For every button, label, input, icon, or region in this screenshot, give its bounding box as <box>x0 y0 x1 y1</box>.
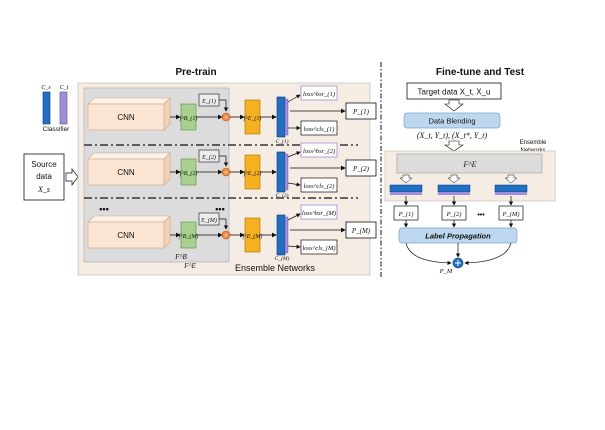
source-data-line-2: data <box>36 172 52 181</box>
ensemble-row-m: × <box>87 204 377 256</box>
target-data-label: Target data X_t, X_u <box>418 88 491 97</box>
p-label-2: P_(2) <box>352 165 370 173</box>
c-label-m: C_(M) <box>275 255 290 262</box>
p-box-1 <box>345 102 377 120</box>
ensemble-row-1: × <box>87 85 377 138</box>
classifier-label: Classifier <box>43 126 71 133</box>
fb-label-1: f^B_(1) <box>180 115 198 122</box>
loss-cls-box-2 <box>300 177 338 193</box>
loss-cls-label-m: loss^cls_(M) <box>302 245 335 252</box>
loss-bsr-box-2 <box>300 142 338 158</box>
loss-bsr-label-m: loss^bsr_(M) <box>302 210 336 217</box>
p-label-1: P_(1) <box>352 108 370 116</box>
data-blending-box <box>403 112 501 129</box>
fb-label-m: f^B_(M) <box>179 233 199 240</box>
ellipsis-right: ••• <box>215 204 224 214</box>
ensemble-networks-label: Ensemble Networks <box>235 263 316 273</box>
loss-bsr-box-1 <box>300 85 338 101</box>
classifier-bar-m <box>276 214 286 256</box>
loss-cls-box-1 <box>300 120 338 136</box>
label-propagation-label: Label Propagation <box>425 232 491 241</box>
fe-label-2: f^E_(2) <box>244 170 262 177</box>
pairs-label: (X_t, Y_t), (X_t*, Y_t) <box>417 131 488 140</box>
pretrain-title: Pre-train <box>175 67 216 78</box>
svg-text:×: × <box>224 234 228 240</box>
source-data-line-3: X_s <box>37 185 50 194</box>
cnn-label-2: CNN <box>117 168 135 177</box>
loss-bsr-box-m <box>300 204 338 220</box>
c-label-1: C_(1) <box>276 138 289 145</box>
svg-text:×: × <box>224 171 228 177</box>
e-label-2: E_(2) <box>201 154 216 161</box>
source-arrow-icon <box>65 167 79 187</box>
loss-bsr-label-2: loss^bsr_(2) <box>303 148 335 155</box>
classifier-icon <box>42 91 68 125</box>
e-label-1: E_(1) <box>201 98 216 105</box>
loss-cls-label-2: loss^cls_(2) <box>304 183 335 190</box>
ft-p-label-2: P_(2) <box>446 211 462 218</box>
loss-cls-box-m <box>300 239 338 255</box>
ft-fe-box <box>396 153 543 174</box>
fe-label-1: f^E_(1) <box>244 115 262 122</box>
data-blending-label: Data Blending <box>428 117 475 126</box>
ft-p-label-m: P_(M) <box>502 211 520 218</box>
fb-label-2: f^B_(2) <box>180 170 198 177</box>
finetune-title: Fine-tune and Test <box>436 67 525 78</box>
down-arrow-icon <box>444 140 464 152</box>
ensemble-row-2: × <box>87 142 377 193</box>
fb-panel-label: F^B <box>174 253 187 261</box>
p-box-m <box>345 221 377 239</box>
source-data-line-1: Source <box>31 160 57 169</box>
cnn-label-1: CNN <box>117 113 135 122</box>
classifier-ct-label: C_t <box>60 85 69 91</box>
classifier-bar-2 <box>276 151 286 193</box>
cnn-block-2 <box>87 158 165 186</box>
source-data-box <box>23 153 65 201</box>
ft-fe-label: F^E <box>462 160 476 169</box>
pm-label: P_M <box>439 268 453 275</box>
loss-cls-label-1: loss^cls_(1) <box>304 126 335 133</box>
ft-ensemble-label-1: Ensemble <box>520 140 547 146</box>
target-data-box <box>406 82 502 100</box>
classifier-cs-label: C_s <box>41 85 51 91</box>
ft-dots: ••• <box>477 212 485 219</box>
cnn-label-m: CNN <box>117 231 135 240</box>
ft-p-label-1: P_(1) <box>398 211 414 218</box>
svg-text:×: × <box>224 116 228 122</box>
fe-label-m: f^E_(M) <box>243 233 263 240</box>
fe-panel-label: F^E <box>183 262 196 270</box>
p-box-2 <box>345 159 377 177</box>
cnn-block-1 <box>87 103 165 131</box>
c-label-2: C_(2) <box>276 192 289 199</box>
cnn-block-m <box>87 221 165 249</box>
ft-classifier-bars <box>389 184 528 195</box>
classifier-bar-1 <box>276 96 286 138</box>
ft-branch-arrows <box>399 174 518 184</box>
ft-output-arrows <box>403 196 514 206</box>
e-label-m: E_(M) <box>200 217 217 224</box>
ellipsis-left: ••• <box>99 204 108 214</box>
ft-down-arrows <box>403 220 514 228</box>
p-label-m: P_(M) <box>351 227 371 235</box>
ft-merge-curves <box>405 242 512 266</box>
loss-bsr-label-1: loss^bsr_(1) <box>303 91 335 98</box>
down-arrow-icon <box>444 99 464 112</box>
